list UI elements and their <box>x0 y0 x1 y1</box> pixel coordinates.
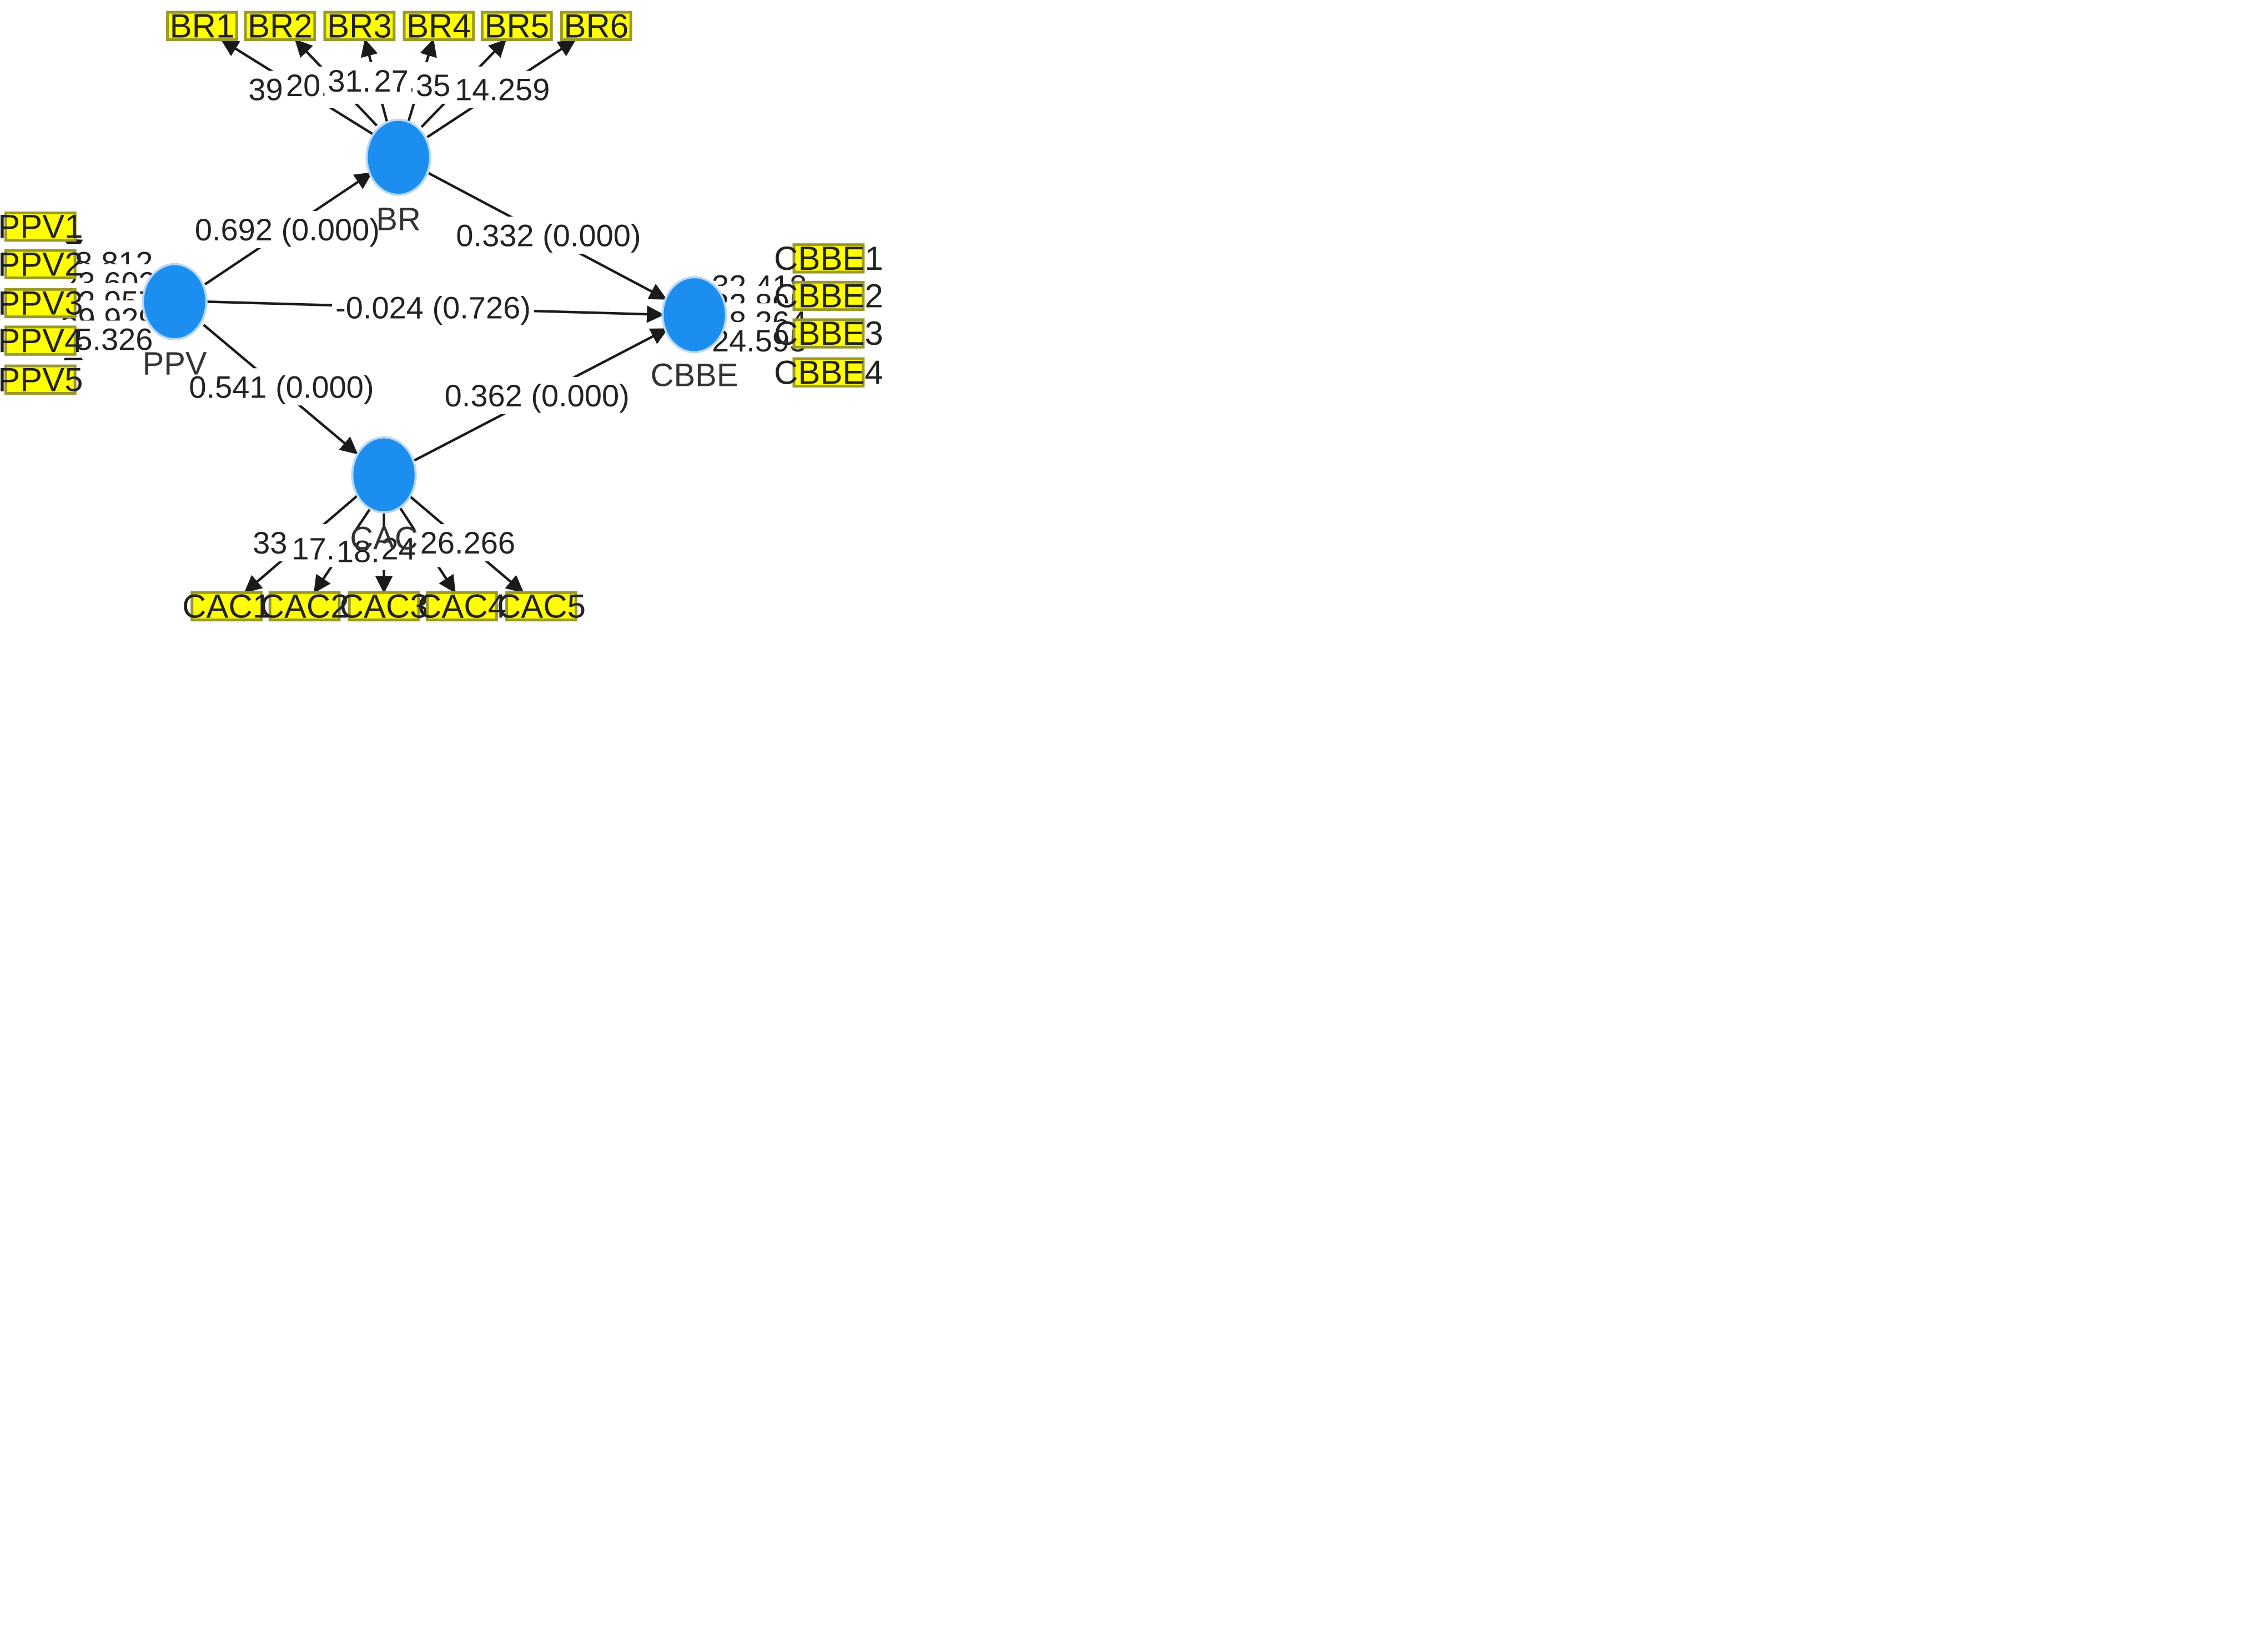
indicator-cac3[interactable]: CAC3 <box>340 588 429 625</box>
indicator-cac1[interactable]: CAC1 <box>182 588 271 625</box>
indicator-cbbe2[interactable]: CBBE2 <box>774 278 883 315</box>
path-cac-cbbe-coefficient-background <box>441 376 633 414</box>
indicator-ppv2-label: PPV2 <box>0 245 83 283</box>
construct-ppv-label: PPV <box>143 346 207 382</box>
construct-cbbe-label: CBBE <box>651 358 738 394</box>
indicator-br5-box[interactable] <box>480 11 553 42</box>
construct-ppv[interactable]: PPV <box>142 263 208 382</box>
indicator-ppv5[interactable]: PPV5 <box>0 361 83 398</box>
indicator-cbbe4-box[interactable] <box>792 357 865 388</box>
indicator-cac3-box[interactable] <box>348 591 420 622</box>
path-br-cbbe-coefficient-text: 0.332 (0.000) <box>456 218 641 253</box>
indicator-ppv4-box[interactable] <box>4 325 77 356</box>
path-ppv-cbbe-coefficient: -0.024 (0.726) <box>332 289 534 326</box>
indicator-cbbe1-box[interactable] <box>792 243 865 274</box>
indicator-cac5[interactable]: CAC5 <box>497 588 586 625</box>
indicator-cbbe3[interactable]: CBBE3 <box>774 315 883 352</box>
indicator-cac3-label: CAC3 <box>340 588 429 625</box>
indicator-br1-box[interactable] <box>166 11 238 42</box>
construct-cac[interactable]: CAC <box>350 436 418 556</box>
indicator-cac4[interactable]: CAC4 <box>418 588 506 625</box>
loading-br6-value-background <box>451 71 554 108</box>
indicator-br3-box[interactable] <box>323 11 396 42</box>
indicator-cbbe1-label: CBBE1 <box>774 240 883 277</box>
construct-cac-label: CAC <box>350 520 418 556</box>
indicator-ppv5-box[interactable] <box>4 364 77 395</box>
indicator-br4-box[interactable] <box>403 11 475 42</box>
path-ppv-cac-coefficient-background <box>185 368 378 406</box>
indicator-cbbe4-label: CBBE4 <box>774 354 883 391</box>
indicator-ppv1-label: PPV1 <box>0 208 83 245</box>
indicator-br3[interactable]: BR3 <box>323 7 396 44</box>
indicator-cbbe3-label: CBBE3 <box>774 315 883 352</box>
indicator-ppv1[interactable]: PPV1 <box>0 208 83 245</box>
indicator-cac1-label: CAC1 <box>182 588 271 625</box>
path-ppv-cbbe-coefficient-background <box>332 289 534 326</box>
loading-cac5-value-text: 26.266 <box>420 525 515 560</box>
indicator-ppv5-label: PPV5 <box>0 361 83 398</box>
construct-cbbe-circle[interactable] <box>661 276 727 354</box>
indicator-br6-box[interactable] <box>560 11 632 42</box>
loading-cbbe4-value-text: 24.595 <box>712 323 807 358</box>
indicator-br4-label: BR4 <box>406 7 471 44</box>
path-br-cbbe-coefficient-background <box>452 217 645 254</box>
indicator-ppv2[interactable]: PPV2 <box>0 245 83 283</box>
path-cac-cbbe-coefficient-text: 0.362 (0.000) <box>445 378 630 413</box>
indicator-br1[interactable]: BR1 <box>166 7 238 44</box>
path-br-cbbe-coefficient: 0.332 (0.000) <box>452 217 645 254</box>
indicator-br2-box[interactable] <box>244 11 316 42</box>
indicator-br6[interactable]: BR6 <box>560 7 632 44</box>
indicator-br1-label: BR1 <box>170 7 235 44</box>
indicator-ppv3[interactable]: PPV3 <box>0 285 83 322</box>
indicator-ppv3-label: PPV3 <box>0 285 83 322</box>
indicator-cac2-box[interactable] <box>268 591 341 622</box>
indicator-ppv2-box[interactable] <box>4 249 77 280</box>
indicator-cac4-box[interactable] <box>426 591 498 622</box>
indicator-ppv4-label: PPV4 <box>0 322 83 359</box>
indicator-br5-label: BR5 <box>484 7 549 44</box>
path-ppv-br-coefficient-text: 0.692 (0.000) <box>195 212 380 247</box>
construct-br-circle[interactable] <box>365 118 431 196</box>
indicator-cac5-box[interactable] <box>505 591 577 622</box>
indicator-br5[interactable]: BR5 <box>480 7 553 44</box>
indicator-ppv1-box[interactable] <box>4 212 77 242</box>
path-cac-cbbe-coefficient: 0.362 (0.000) <box>441 376 633 414</box>
path-ppv-cac-coefficient-text: 0.541 (0.000) <box>189 369 374 404</box>
indicator-cac5-label: CAC5 <box>497 588 586 625</box>
loading-br6-value-text: 14.259 <box>455 72 550 107</box>
indicator-br6-label: BR6 <box>564 7 628 44</box>
path-ppv-br-coefficient-background <box>191 210 383 248</box>
path-ppv-cac-coefficient: 0.541 (0.000) <box>185 368 378 406</box>
indicator-cbbe2-label: CBBE2 <box>774 278 883 315</box>
indicator-cbbe4[interactable]: CBBE4 <box>774 354 883 391</box>
indicator-cac2-label: CAC2 <box>260 588 349 625</box>
indicator-br2-label: BR2 <box>248 7 313 44</box>
indicator-cac2[interactable]: CAC2 <box>260 588 349 625</box>
construct-cbbe[interactable]: CBBE <box>651 276 738 394</box>
indicator-br4[interactable]: BR4 <box>403 7 475 44</box>
loading-cac5-value: 26.266 <box>416 524 519 562</box>
construct-cac-circle[interactable] <box>351 436 417 514</box>
path-ppv-br-coefficient: 0.692 (0.000) <box>191 210 383 248</box>
construct-br[interactable]: BR <box>365 118 431 238</box>
indicator-br3-label: BR3 <box>327 7 392 44</box>
construct-br-label: BR <box>376 202 421 238</box>
indicator-ppv4[interactable]: PPV4 <box>0 322 83 359</box>
path-ppv-cbbe-coefficient-text: -0.024 (0.726) <box>335 290 531 325</box>
indicator-cac4-label: CAC4 <box>418 588 506 625</box>
indicator-cbbe1[interactable]: CBBE1 <box>774 240 883 277</box>
indicator-cbbe3-box[interactable] <box>792 318 865 349</box>
indicator-cbbe2-box[interactable] <box>792 280 865 311</box>
construct-ppv-circle[interactable] <box>142 263 208 341</box>
loading-br6-value: 14.259 <box>451 71 554 108</box>
indicator-br2[interactable]: BR2 <box>244 7 316 44</box>
loading-cac5-value-background <box>416 524 519 562</box>
indicator-cac1-box[interactable] <box>190 591 263 622</box>
indicator-ppv3-box[interactable] <box>4 288 77 319</box>
